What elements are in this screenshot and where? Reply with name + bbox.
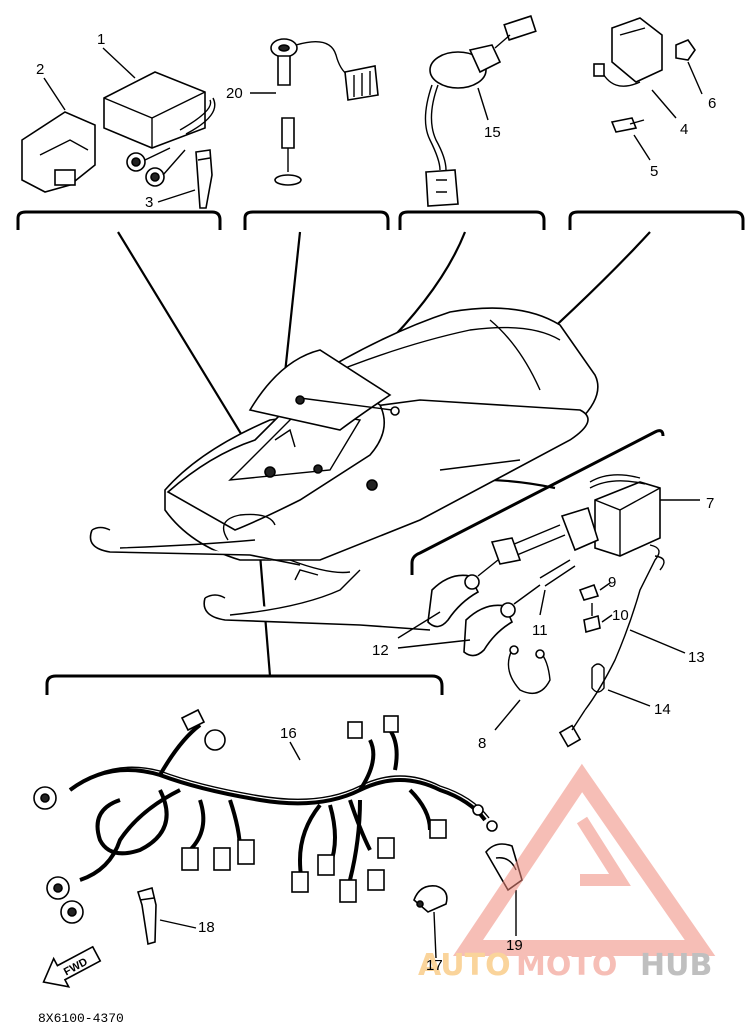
cdi-unit-group xyxy=(21,71,216,209)
diagram-code: 8X6100-4370 xyxy=(38,1011,124,1026)
callout-9: 9 xyxy=(608,574,616,591)
callout-18: 18 xyxy=(198,919,215,936)
callout-19: 19 xyxy=(506,937,523,954)
callout-15: 15 xyxy=(484,124,501,141)
callout-10: 10 xyxy=(612,607,629,624)
regulator-group xyxy=(593,17,703,161)
callout-1: 1 xyxy=(97,31,105,48)
watermark-triangle-icon xyxy=(453,763,716,956)
callout-2: 2 xyxy=(36,61,44,78)
fwd-arrow: FWD xyxy=(42,945,102,988)
main-switch-group xyxy=(250,38,379,186)
callout-3: 3 xyxy=(145,194,153,211)
callout-7: 7 xyxy=(706,495,714,512)
callout-11: 11 xyxy=(532,622,548,639)
clamp-tie-group xyxy=(136,843,523,959)
callout-5: 5 xyxy=(650,163,658,180)
callout-6: 6 xyxy=(708,95,716,112)
wire-harness-group xyxy=(33,708,498,924)
callout-14: 14 xyxy=(654,701,671,718)
callout-13: 13 xyxy=(688,649,705,666)
ignition-coil-group xyxy=(397,474,700,748)
snowmobile-body xyxy=(89,307,599,631)
key-switch-group xyxy=(424,15,537,207)
group-brackets-top xyxy=(16,210,745,487)
fwd-label: FWD xyxy=(62,956,90,978)
callout-8: 8 xyxy=(478,735,486,752)
callout-17: 17 xyxy=(426,957,443,974)
callout-20: 20 xyxy=(226,85,243,102)
callout-16: 16 xyxy=(280,725,297,742)
watermark-brand-3: HUB xyxy=(640,948,712,983)
callout-12: 12 xyxy=(372,642,389,659)
watermark-brand-2: MOTO xyxy=(516,948,617,983)
watermark-brand-1: AUTO xyxy=(418,948,511,983)
watermark-logo: AUTO MOTO HUB xyxy=(418,763,716,983)
callout-labels: 1 2 3 4 5 6 7 8 9 10 11 12 13 14 15 16 1… xyxy=(36,31,716,974)
callout-4: 4 xyxy=(680,121,688,138)
